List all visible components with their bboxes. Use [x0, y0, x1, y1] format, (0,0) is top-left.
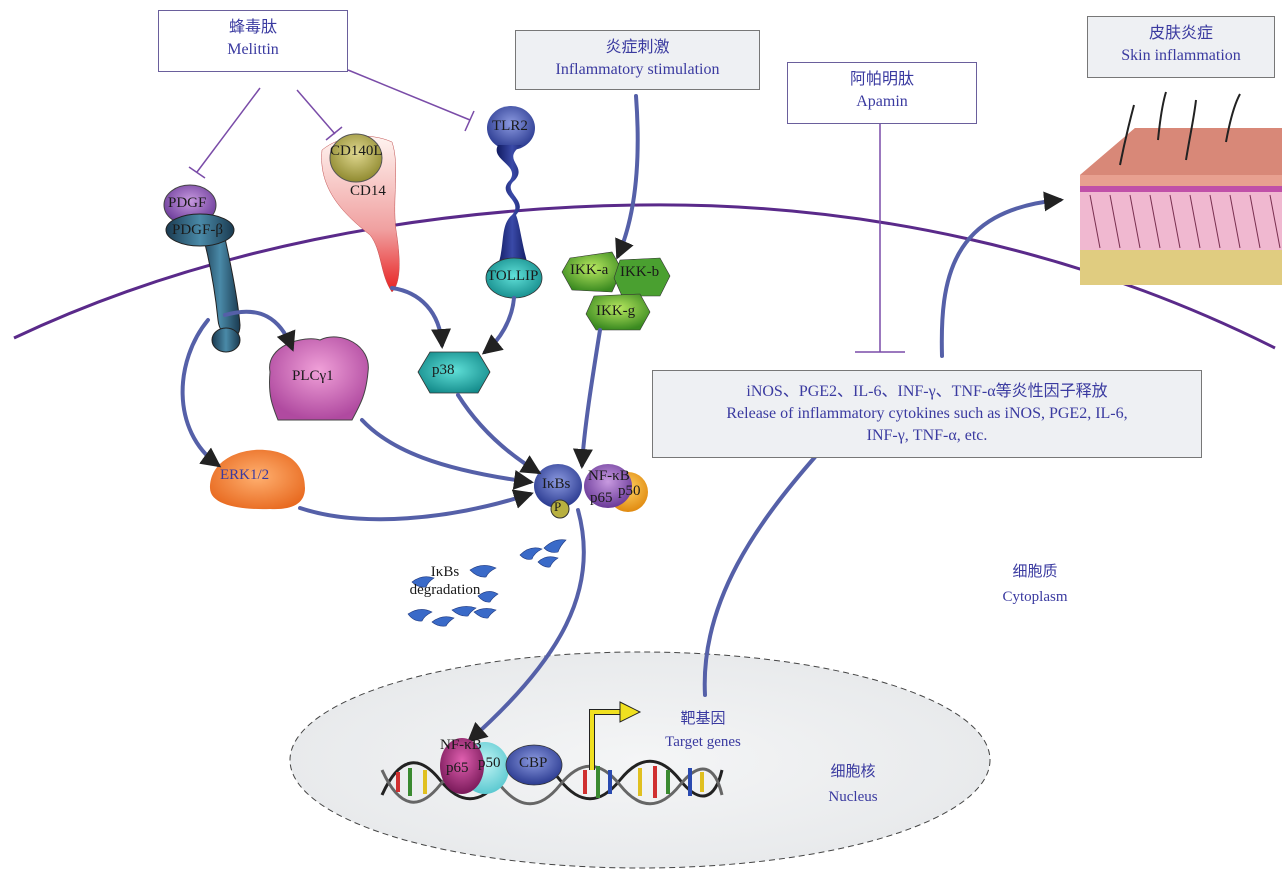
tollip-label: TOLLIP	[487, 268, 539, 284]
transcription-arrow	[589, 701, 642, 770]
nucleus-zh: 细胞核	[830, 764, 876, 780]
cytokine-connector	[702, 455, 817, 697]
ikkg-label: IKK-g	[596, 303, 636, 319]
skin-picture	[1080, 91, 1282, 285]
melittin-inhibition-lines	[188, 69, 475, 179]
pdgf-label: PDGF	[168, 195, 207, 211]
degradation-line1: IκBs	[430, 564, 460, 580]
ikbs-label: IκBs	[542, 476, 571, 492]
cytoplasm-zh: 细胞质	[1012, 564, 1058, 580]
apamin-en: Apamin	[856, 93, 908, 110]
stimulation-zh: 炎症刺激	[605, 39, 670, 56]
nucleus-ellipse	[289, 651, 991, 869]
erk-shape	[210, 449, 305, 510]
nucleus-en: Nucleus	[828, 789, 878, 805]
pdgf-receptor	[163, 184, 241, 353]
ikka-label: IKK-a	[570, 262, 609, 278]
degradation-line2: degradation	[409, 582, 481, 598]
target-en: Target genes	[665, 734, 741, 750]
stimulation-box: 炎症刺激 Inflammatory stimulation	[515, 30, 760, 90]
degradation-fragments	[407, 539, 567, 627]
cd14-receptor	[321, 133, 400, 293]
cytoplasm-label: 细胞质 Cytoplasm	[985, 560, 1085, 610]
cbp-label: CBP	[519, 755, 548, 771]
melittin-zh: 蜂毒肽	[228, 19, 277, 36]
ikk-complex	[561, 251, 671, 331]
nfkb-label: NF-κB	[588, 468, 630, 484]
target-zh: 靶基因	[680, 711, 726, 727]
skin-box: 皮肤炎症 Skin inflammation	[1087, 16, 1275, 78]
nuclear-complex	[440, 738, 563, 794]
tlr2-receptor	[485, 106, 543, 299]
cytokines-en2: INF-γ, TNF-α, etc.	[866, 427, 988, 444]
erk-label: ERK1/2	[220, 467, 270, 483]
target-genes-label: 靶基因 Target genes	[648, 708, 758, 754]
nucleus-label: 细胞核 Nucleus	[808, 760, 898, 810]
plc-label: PLCγ1	[292, 368, 334, 384]
plc-shape	[269, 336, 369, 421]
nuclear-nfkb-label: NF-κB	[440, 737, 482, 753]
dna-helix	[380, 759, 724, 806]
stimulation-en: Inflammatory stimulation	[555, 61, 720, 78]
skin-en: Skin inflammation	[1121, 47, 1241, 64]
apamin-box: 阿帕明肽 Apamin	[787, 62, 977, 124]
tlr2-label: TLR2	[492, 118, 528, 134]
apamin-inhibition-line	[855, 124, 905, 353]
melittin-en: Melittin	[227, 41, 279, 58]
p65-label: p65	[590, 490, 613, 506]
p50-label: p50	[618, 483, 641, 499]
nuclear-p65-label: p65	[446, 760, 469, 776]
apamin-zh: 阿帕明肽	[849, 71, 914, 88]
pdgfb-label: PDGF-β	[172, 222, 223, 238]
cytokines-zh: iNOS、PGE2、IL-6、INF-γ、TNF-α等炎性因子释放	[746, 383, 1108, 400]
nuclear-p50-label: p50	[478, 755, 501, 771]
cytokines-en1: Release of inflammatory cytokines such a…	[726, 405, 1128, 422]
cd140l-label: CD140L	[330, 143, 383, 159]
p38-shape	[417, 351, 491, 394]
p38-label: p38	[432, 362, 455, 378]
phospho-label: P	[554, 499, 562, 514]
ikkb-label: IKK-b	[620, 264, 660, 280]
cd14-label: CD14	[350, 183, 386, 199]
cytoplasm-en: Cytoplasm	[1002, 589, 1068, 605]
signal-arrows	[180, 94, 1064, 743]
degradation-label: IκBs degradation	[400, 563, 490, 599]
skin-zh: 皮肤炎症	[1148, 25, 1213, 42]
melittin-box: 蜂毒肽 Melittin	[158, 10, 348, 72]
ikb-nfkb-complex	[534, 464, 648, 519]
cytokines-box: iNOS、PGE2、IL-6、INF-γ、TNF-α等炎性因子释放 Releas…	[652, 370, 1202, 458]
